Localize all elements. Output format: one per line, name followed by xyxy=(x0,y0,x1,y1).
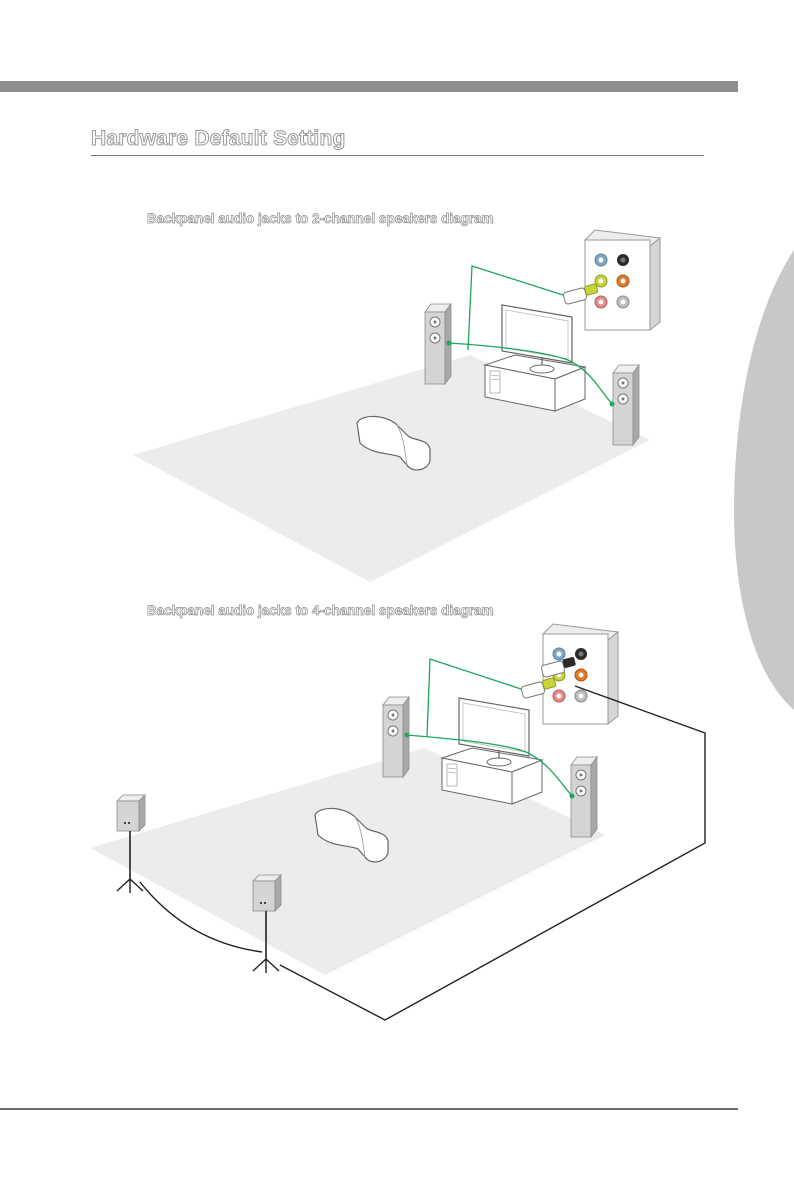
front-right-speaker xyxy=(571,757,597,837)
diagram-2-channel xyxy=(133,230,660,582)
audio-jack-panel xyxy=(585,230,660,330)
diagram-4-channel xyxy=(90,624,705,1020)
bottom-rule xyxy=(0,1108,738,1110)
front-left-speaker xyxy=(383,697,409,777)
front-right-speaker xyxy=(613,365,639,445)
